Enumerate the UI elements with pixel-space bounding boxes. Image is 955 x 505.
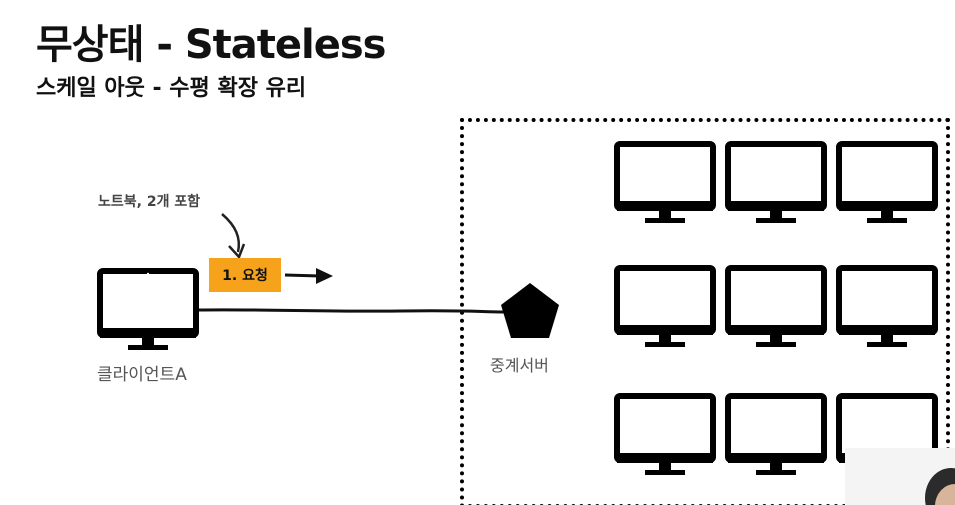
monitor-icon [614, 265, 716, 347]
client-label: 클라이언트A [97, 365, 187, 385]
monitor-icon [836, 141, 938, 223]
annotation-arrowhead [228, 243, 246, 260]
slide-subtitle: 스케일 아웃 - 수평 확장 유리 [36, 76, 307, 101]
client-proxy-connection [197, 308, 506, 314]
monitor-icon [614, 393, 716, 475]
monitor-icon [97, 268, 199, 350]
monitor-icon [725, 141, 827, 223]
presenter-avatar-icon [845, 448, 955, 505]
monitor-icon [725, 393, 827, 475]
proxy-label: 중계서버 [490, 356, 549, 375]
request-label: 1. 요청 [209, 258, 281, 292]
monitor-icon [836, 265, 938, 347]
request-arrow [284, 273, 321, 278]
slide-title: 무상태 - Stateless [36, 22, 386, 68]
monitor-icon [614, 141, 716, 223]
annotation-text: 노트북, 2개 포함 [98, 194, 201, 210]
request-arrowhead [316, 268, 333, 284]
annotation-arrow [221, 213, 240, 253]
monitor-icon [725, 265, 827, 347]
presenter-video-thumbnail [845, 448, 955, 505]
